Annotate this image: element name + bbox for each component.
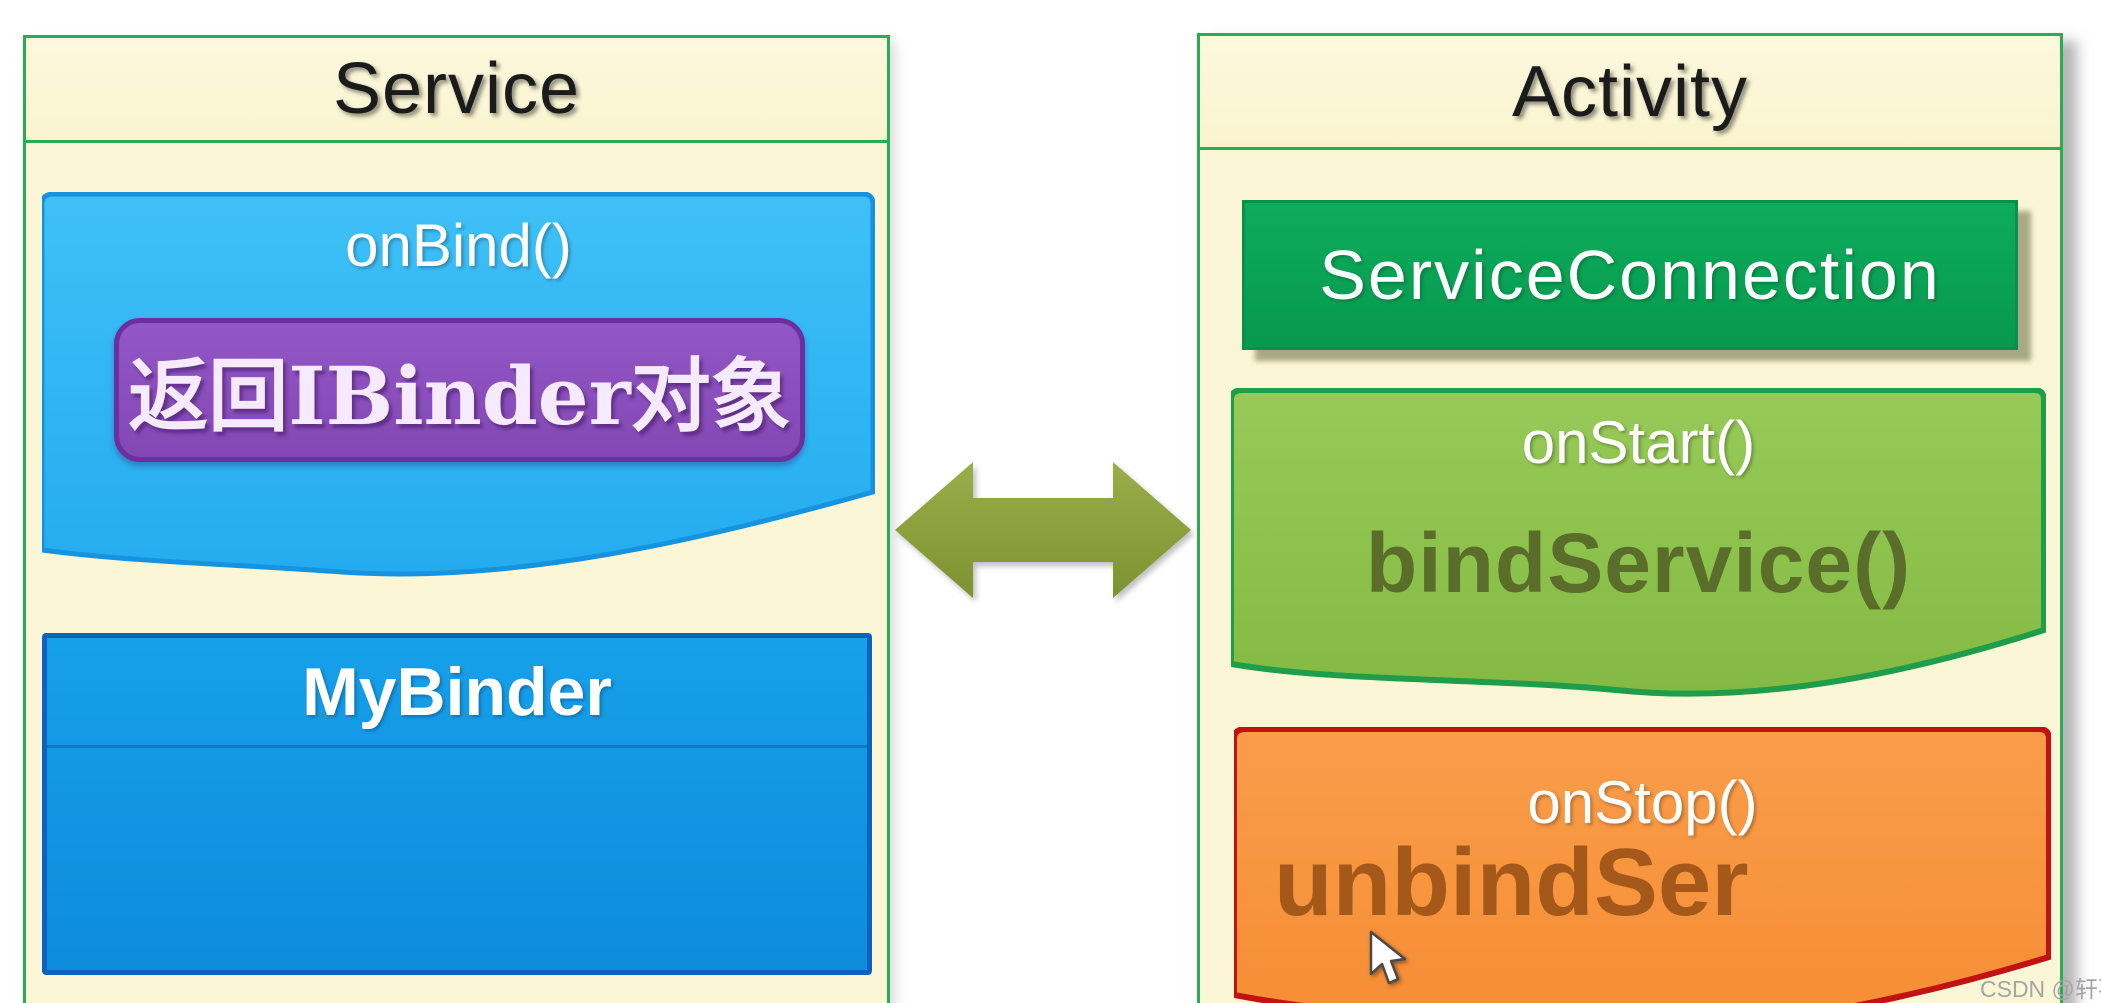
onstart-box-shape [1231, 388, 2046, 697]
watermark: CSDN @轩不丢 [1980, 976, 2101, 1002]
onstart-label: onStart() [1521, 409, 1756, 476]
activity-panel-title: Activity [1511, 51, 1749, 132]
onstop-label: onStop() [1527, 769, 1758, 836]
ibinder-return-label: 返回IBinder对象 [128, 349, 791, 443]
service-connection-label: ServiceConnection [1319, 236, 1941, 314]
bindservice-label: bindService() [1365, 515, 1912, 610]
activity-panel-header: Activity [1200, 36, 2060, 150]
bidirectional-arrow-icon [895, 462, 1191, 598]
mybinder-box: MyBinder [42, 633, 872, 975]
service-panel-header: Service [26, 38, 887, 143]
service-connection-box: ServiceConnection [1242, 200, 2018, 350]
unbindser-label: unbindSer [1274, 829, 1749, 936]
mybinder-label: MyBinder [47, 638, 867, 748]
mouse-cursor-icon [1368, 930, 1412, 988]
onbind-label: onBind() [345, 211, 572, 279]
ibinder-return-box: 返回IBinder对象 [114, 318, 805, 462]
service-panel-title: Service [332, 49, 581, 129]
onstop-box-shape [1234, 727, 2051, 1003]
